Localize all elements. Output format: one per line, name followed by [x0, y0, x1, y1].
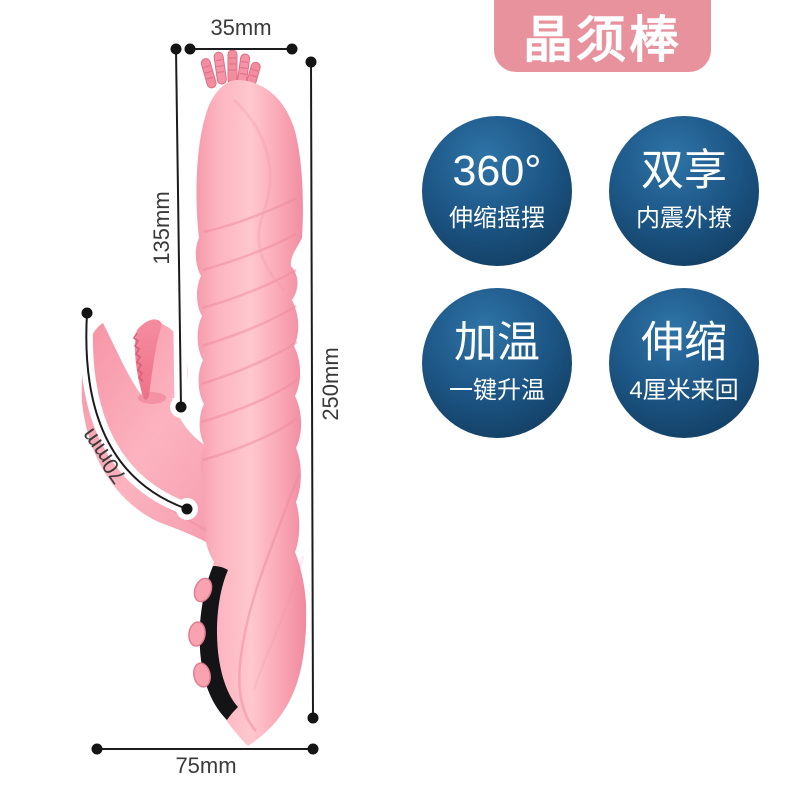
feature-title: 加温 [454, 318, 540, 367]
dim-label-head-width: 35mm [210, 15, 272, 40]
control-button-1 [193, 577, 213, 603]
shaft-grooves [200, 98, 305, 732]
feature-title: 双享 [641, 146, 727, 195]
feature-badge-dual-pleasure: 双享 内震外撩 [609, 116, 759, 266]
feature-title: 伸缩 [641, 318, 727, 367]
control-button-2 [188, 621, 206, 647]
feature-badge-thrusting: 伸缩 4厘米来回 [609, 288, 759, 438]
feature-badge-360-rotation: 360° 伸缩摇摆 [422, 116, 572, 266]
product-title-banner: 晶须棒 [494, 0, 711, 72]
dim-label-total-length: 250mm [318, 347, 343, 421]
feature-subtitle: 内震外撩 [636, 205, 732, 233]
product-arm [81, 323, 229, 549]
feature-subtitle: 一键升温 [449, 377, 545, 405]
dim-label-shaft-length: 135mm [149, 191, 174, 265]
mouth-shadow [138, 392, 166, 404]
dim-line-250mm [310, 61, 314, 719]
tongue-serration [132, 332, 144, 382]
control-button-3 [193, 662, 211, 688]
dim-label-base-width: 75mm [175, 753, 237, 778]
feature-subtitle: 伸缩摇摆 [449, 205, 545, 233]
dim-arc-70mm [85, 312, 188, 510]
dim-line-135mm [175, 48, 182, 408]
dimension-end-dots [81, 43, 319, 755]
feature-subtitle: 4厘米来回 [629, 377, 739, 405]
feature-title: 360° [452, 146, 542, 195]
product-title: 晶须棒 [523, 12, 682, 68]
feature-badge-heating: 加温 一键升温 [422, 288, 572, 438]
